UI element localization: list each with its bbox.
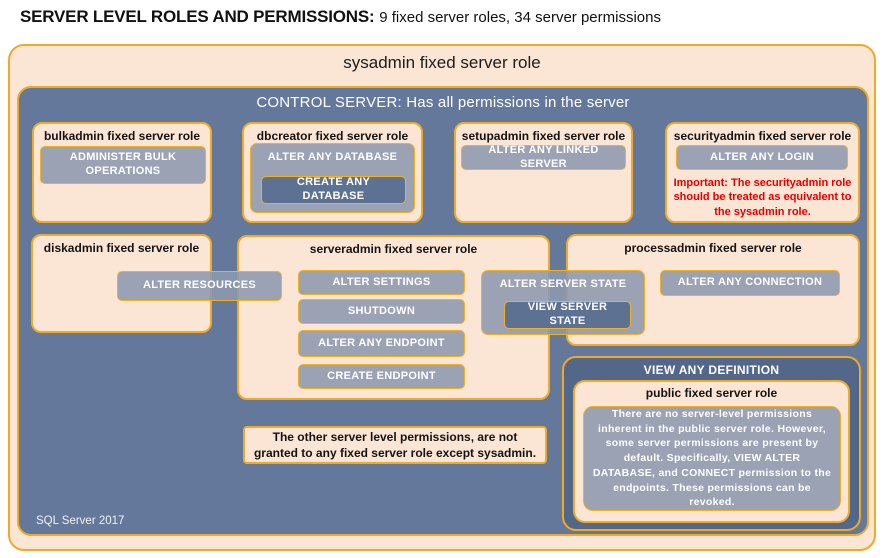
page-title-subtext: 9 fixed server roles, 34 server permissi… xyxy=(379,9,661,26)
permission-alter-server-state-label: ALTER SERVER STATE xyxy=(499,278,627,290)
other-permissions-note: The other server level permissions, are … xyxy=(243,426,547,464)
role-box-securityadmin: securityadmin fixed server role xyxy=(665,122,860,223)
role-box-public: public fixed server role There are no se… xyxy=(573,380,850,523)
role-title-securityadmin: securityadmin fixed server role xyxy=(673,129,852,143)
permission-alter-server-state: ALTER SERVER STATE VIEW SERVER STATE xyxy=(481,270,645,335)
sql-server-version-label: SQL Server 2017 xyxy=(36,515,125,527)
permission-create-endpoint: CREATE ENDPOINT xyxy=(298,364,465,389)
role-title-setupadmin: setupadmin fixed server role xyxy=(461,129,626,143)
role-title-bulkadmin: bulkadmin fixed server role xyxy=(43,129,201,143)
permission-alter-any-database: ALTER ANY DATABASE CREATE ANY DATABASE xyxy=(250,143,415,213)
permission-view-server-state: VIEW SERVER STATE xyxy=(504,301,631,329)
sysadmin-role-label: sysadmin fixed server role xyxy=(343,53,541,72)
permission-alter-resources: ALTER RESOURCES xyxy=(117,271,282,301)
permission-alter-any-login: ALTER ANY LOGIN xyxy=(676,145,848,170)
permission-shutdown: SHUTDOWN xyxy=(298,299,465,324)
view-any-definition-box: VIEW ANY DEFINITION public fixed server … xyxy=(562,356,861,531)
permission-administer-bulk-operations: ADMINISTER BULK OPERATIONS xyxy=(40,146,206,184)
page-title: SERVER LEVEL ROLES AND PERMISSIONS: 9 fi… xyxy=(20,7,661,27)
public-role-note: There are no server-level permissions in… xyxy=(583,406,841,511)
permission-create-any-database: CREATE ANY DATABASE xyxy=(261,176,406,204)
role-title-public: public fixed server role xyxy=(645,386,778,400)
control-server-label: CONTROL SERVER: Has all permissions in t… xyxy=(256,94,630,111)
role-title-dbcreator: dbcreator fixed server role xyxy=(256,129,409,143)
page-title-main: SERVER LEVEL ROLES AND PERMISSIONS: xyxy=(20,7,375,26)
role-title-processadmin: processadmin fixed server role xyxy=(624,241,802,255)
permission-alter-settings: ALTER SETTINGS xyxy=(298,270,465,295)
role-title-diskadmin: diskadmin fixed server role xyxy=(43,241,200,255)
permission-alter-any-connection: ALTER ANY CONNECTION xyxy=(660,270,840,296)
permission-alter-any-linked-server: ALTER ANY LINKED SERVER xyxy=(461,144,626,170)
permission-alter-any-database-label: ALTER ANY DATABASE xyxy=(267,151,398,163)
role-title-serveradmin: serveradmin fixed server role xyxy=(309,242,478,256)
securityadmin-warning-text: Important: The securityadmin role should… xyxy=(673,177,852,218)
permission-view-any-definition-label: VIEW ANY DEFINITION xyxy=(643,363,780,377)
role-box-setupadmin: setupadmin fixed server role xyxy=(454,122,633,223)
permission-alter-any-endpoint: ALTER ANY ENDPOINT xyxy=(298,330,465,357)
